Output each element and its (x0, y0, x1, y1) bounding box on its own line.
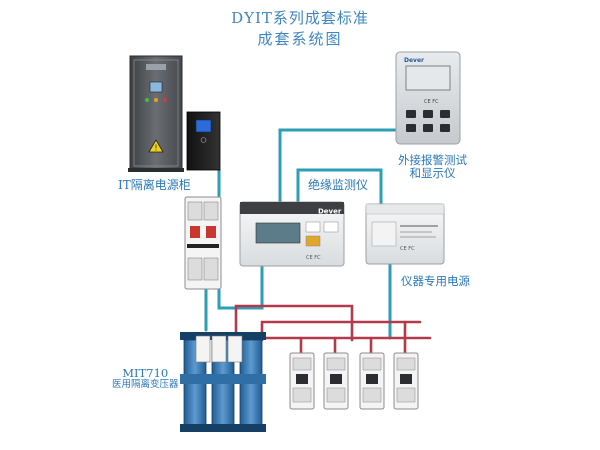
cert-marks-display: CE FC (424, 99, 439, 105)
warning-triangle-icon: ! (148, 139, 164, 153)
cert-marks-monitor: CE FC (306, 255, 321, 261)
branch-breaker (393, 352, 419, 410)
title-line-1: DYIT系列成套标准 (231, 9, 369, 27)
medical-isolation-transformer (180, 332, 266, 432)
label-insulation-monitor: 绝缘监测仪 (308, 178, 369, 192)
power-icon (200, 137, 207, 143)
branch-breakers (289, 352, 419, 410)
label-transformer: MIT710 医用隔离变压器 (112, 366, 179, 391)
main-circuit-breaker (184, 196, 222, 290)
branch-breaker (359, 352, 385, 410)
label-external-alarm: 外接报警测试 和显示仪 (398, 153, 467, 181)
cert-marks-psu: CE FC (400, 246, 415, 252)
it-isolation-cabinet: ! (128, 55, 184, 172)
brand-label-display: Dever (404, 57, 424, 64)
branch-breaker (289, 352, 315, 410)
label-external-alarm-line2: 和显示仪 (409, 166, 456, 181)
title-line-2: 成套系统图 (257, 30, 343, 48)
label-transformer-model: MIT710 (122, 366, 169, 380)
label-transformer-name: 医用隔离变压器 (112, 379, 179, 391)
insulation-monitor-device: Dever CE FC (239, 201, 345, 267)
instrument-power-supply: CE FC (365, 203, 445, 265)
external-alarm-display: Dever CE FC (395, 51, 461, 145)
brand-label-monitor: Dever (318, 208, 342, 216)
power-wiring (234, 304, 432, 357)
branch-breaker (323, 352, 349, 410)
label-instrument-psu: 仪器专用电源 (401, 274, 470, 288)
label-it-cabinet: IT隔离电源柜 (118, 178, 191, 192)
label-external-alarm-line1: 外接报警测试 (398, 153, 467, 167)
ups-unit (186, 111, 221, 171)
svg-text:!: ! (154, 144, 157, 153)
